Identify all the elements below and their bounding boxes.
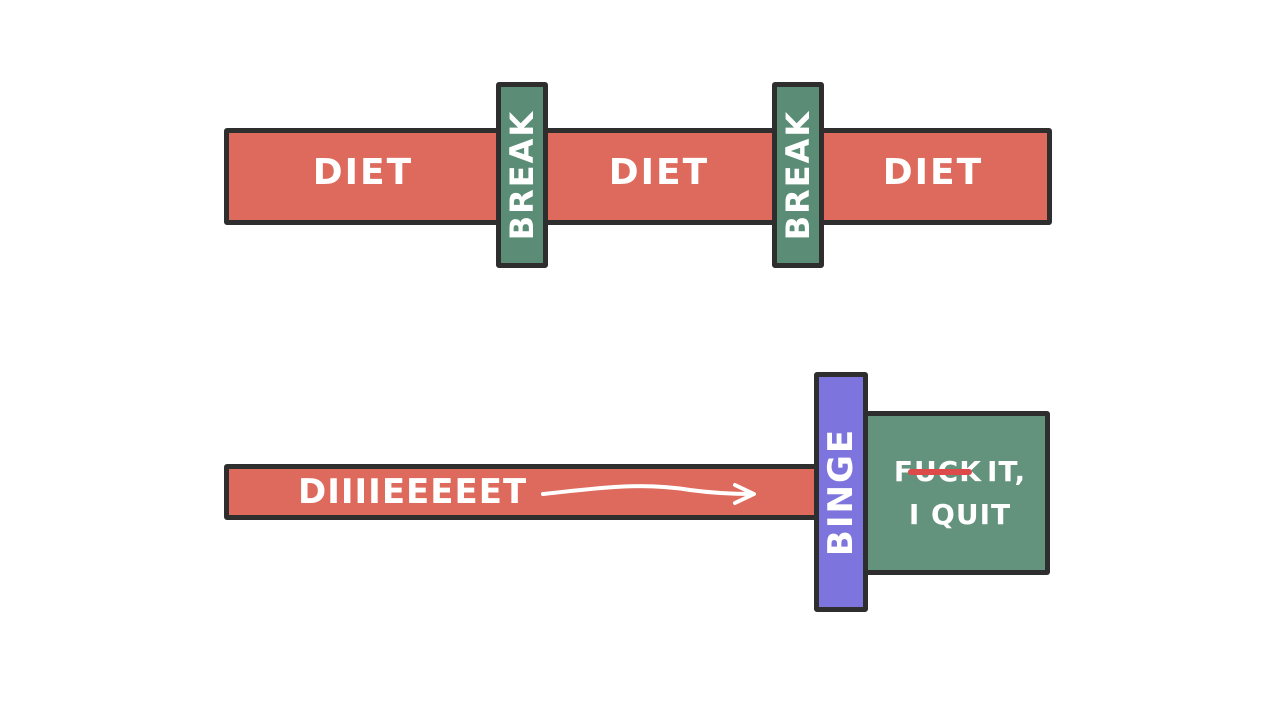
quit-block: FUCK IT, I QUIT <box>862 411 1050 575</box>
diet-label-2: DIET <box>608 152 710 193</box>
quit-line-1: FUCK IT, <box>886 455 1026 488</box>
quit-line-1-rest: IT, <box>987 455 1027 488</box>
diiiet-label: DIIIIEEEEET <box>298 472 528 512</box>
binge-label: BINGE <box>821 427 861 557</box>
break-label-2: BREAK <box>779 109 818 241</box>
diet-label-1: DIET <box>312 152 414 193</box>
diet-label-3: DIET <box>882 152 984 193</box>
strikethrough-mark <box>907 469 972 475</box>
break-label-1: BREAK <box>503 109 542 241</box>
diet-bar-top <box>224 128 1052 225</box>
break-block-2: BREAK <box>772 82 824 268</box>
binge-block: BINGE <box>814 372 868 612</box>
quit-line-2: I QUIT <box>908 498 1012 531</box>
break-block-1: BREAK <box>496 82 548 268</box>
